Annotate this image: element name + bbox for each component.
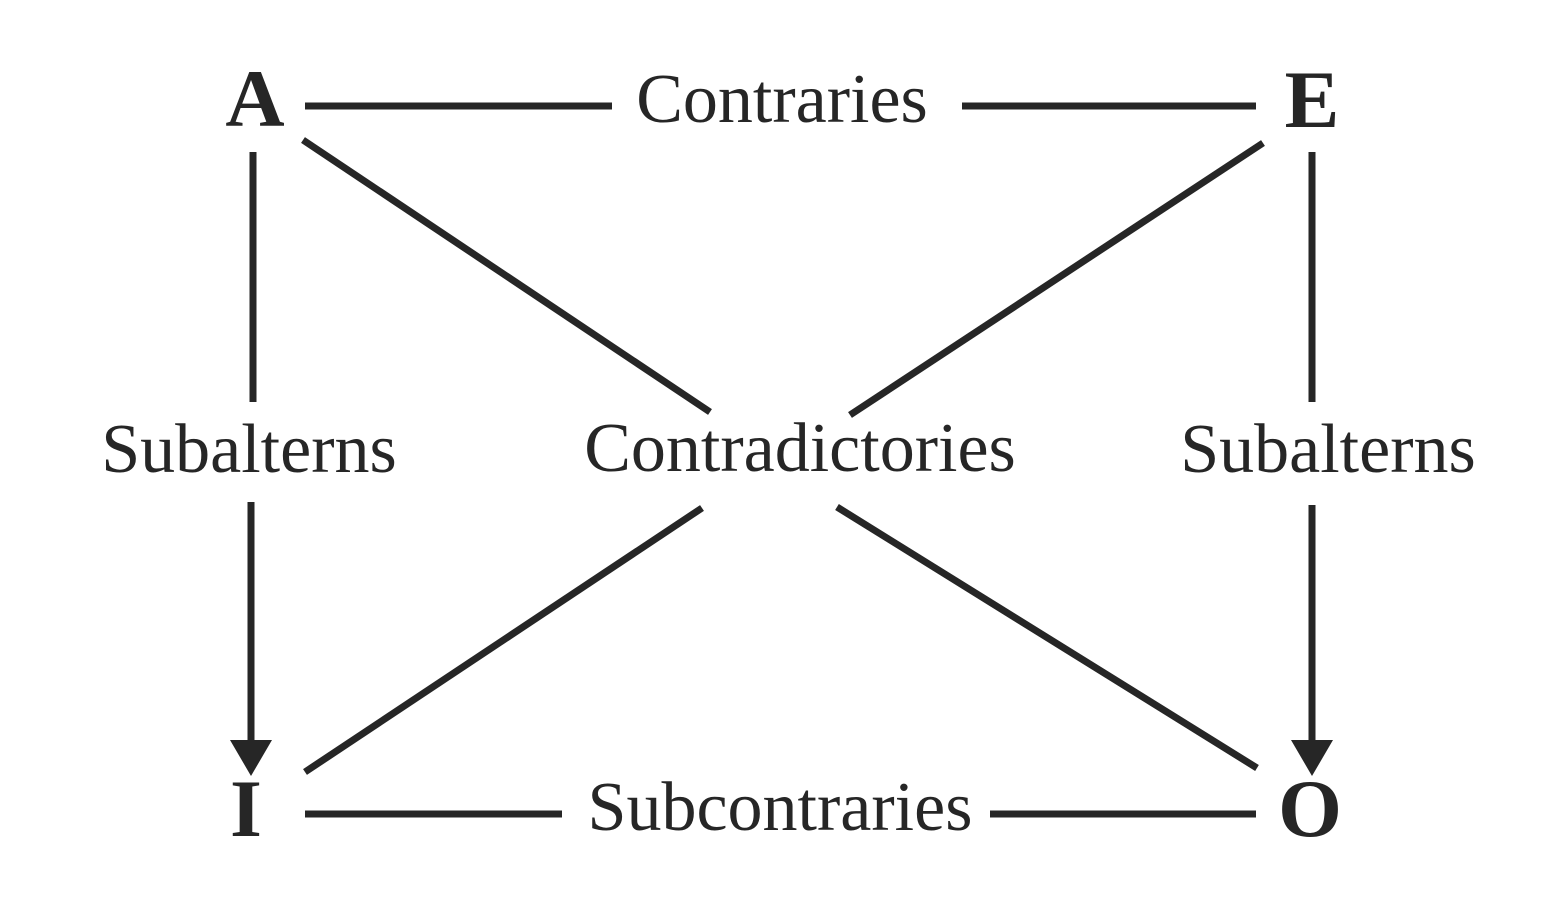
contradictories-diagonal-from-a (301, 137, 712, 415)
contradictories-diagonal-to-o (835, 504, 1259, 771)
contradictories-diagonal-from-e (848, 140, 1265, 418)
subalterns-left-arrowhead (230, 740, 272, 776)
subalterns-left-label: Subalterns (101, 411, 397, 488)
subalterns-right-arrowhead (1291, 740, 1333, 776)
node-e: E (1284, 54, 1340, 145)
subcontraries-label: Subcontraries (587, 769, 973, 846)
node-a: A (225, 53, 285, 144)
node-i: I (230, 763, 262, 854)
contradictories-diagonal-to-i (303, 505, 704, 775)
contraries-label: Contraries (636, 61, 928, 138)
subalterns-right-label: Subalterns (1180, 411, 1476, 488)
node-o: O (1278, 763, 1342, 854)
contradictories-label: Contradictories (584, 410, 1016, 487)
